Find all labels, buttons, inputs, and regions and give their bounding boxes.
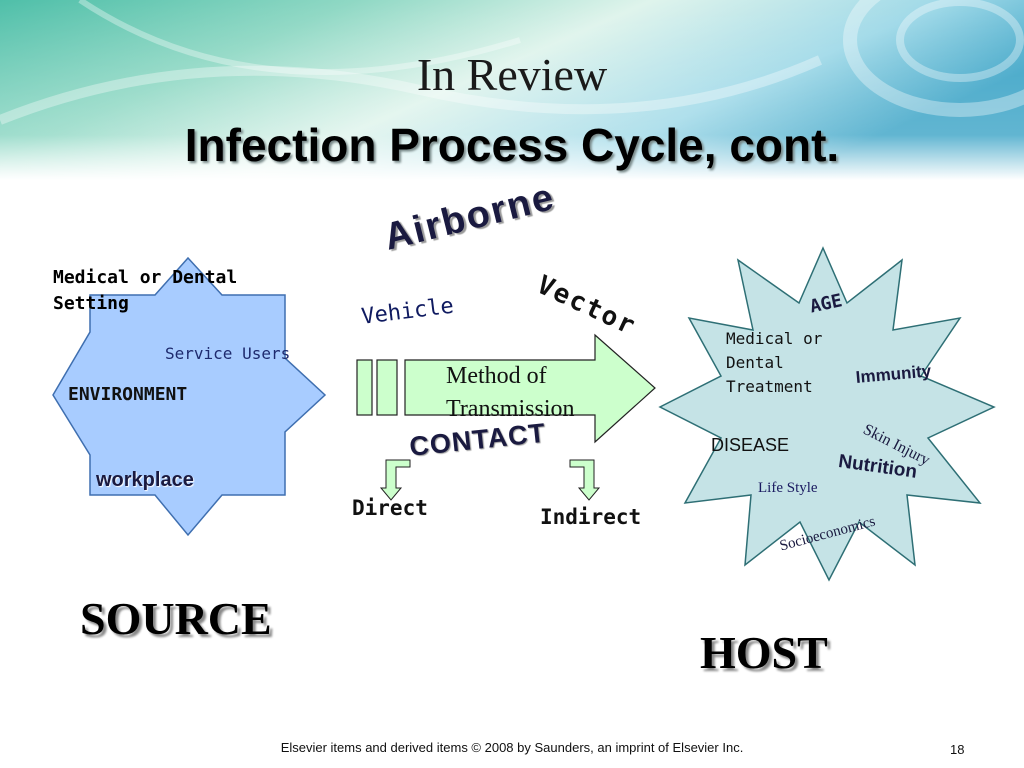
copyright-footer: Elsevier items and derived items © 2008 … bbox=[280, 740, 744, 755]
medical-treatment-label: Medical or Dental Treatment bbox=[726, 329, 823, 396]
arrow-bar-2 bbox=[376, 359, 398, 416]
service-users-label: Service Users bbox=[165, 344, 291, 363]
indirect-down-arrow-icon bbox=[569, 459, 601, 501]
life-style-label: Life Style bbox=[758, 480, 818, 496]
direct-down-arrow-icon bbox=[379, 459, 411, 501]
disease-label: DISEASE bbox=[711, 435, 790, 455]
slide-subtitle: Infection Process Cycle, cont. bbox=[184, 119, 840, 171]
transmission-arrow-shape bbox=[404, 333, 656, 444]
indirect-label: Indirect bbox=[540, 505, 642, 529]
environment-label: ENVIRONMENT bbox=[68, 384, 188, 405]
workplace-label: workplace bbox=[96, 469, 194, 491]
host-burst-shape bbox=[658, 246, 996, 582]
source-star-shape bbox=[52, 256, 327, 537]
source-label: SOURCE bbox=[80, 593, 272, 644]
direct-label: Direct bbox=[352, 496, 428, 520]
page-number: 18 bbox=[950, 742, 965, 757]
host-label: HOST bbox=[700, 627, 828, 678]
arrow-bar-1 bbox=[356, 359, 373, 416]
setting-label: Medical or Dental Setting bbox=[53, 267, 238, 314]
slide-title: In Review bbox=[416, 49, 608, 100]
header-banner bbox=[0, 0, 1024, 180]
transmission-arrow-label: Method of Transmission bbox=[446, 363, 575, 422]
